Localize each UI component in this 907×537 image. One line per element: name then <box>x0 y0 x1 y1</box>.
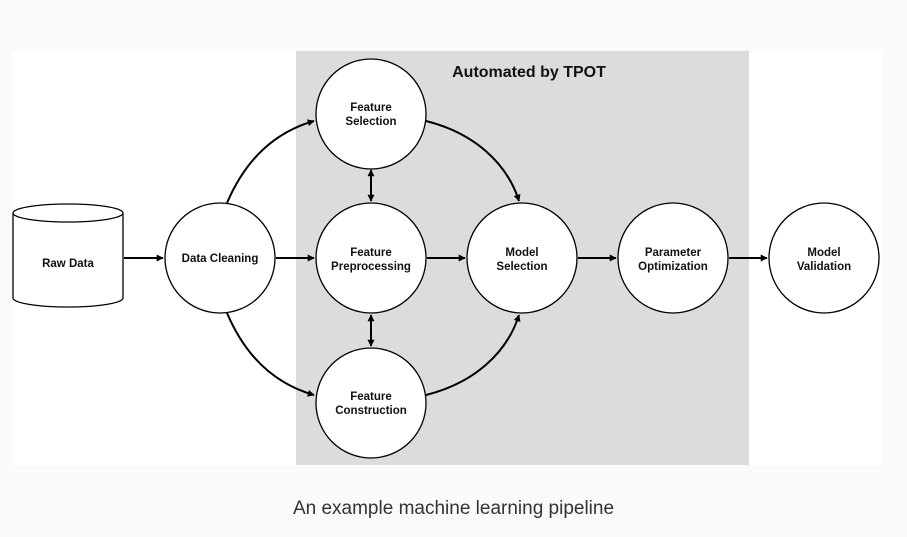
feature-selection-label-line-2: Selection <box>345 116 396 128</box>
figure-caption: An example machine learning pipeline <box>292 498 615 519</box>
raw-data-label: Raw Data <box>42 258 94 270</box>
raw-data-node: Raw Data <box>12 203 124 308</box>
edge-data-cleaning-to-feature-construction <box>226 312 315 397</box>
model-validation-label-line-1: Model <box>807 247 840 259</box>
data-cleaning-circle <box>164 202 276 314</box>
model-validation-circle <box>768 202 880 314</box>
edge-data-cleaning-to-feature-selection <box>226 119 315 204</box>
model-validation-node: Model Validation <box>768 202 880 314</box>
raw-data-cylinder-top <box>12 203 124 223</box>
feature-preprocessing-node: Feature Preprocessing <box>315 202 427 314</box>
feature-construction-node: Feature Construction <box>315 347 427 459</box>
model-selection-circle <box>466 202 578 314</box>
feature-selection-circle <box>315 58 427 170</box>
feature-preprocessing-circle <box>315 202 427 314</box>
feature-selection-node: Feature Selection <box>315 58 427 170</box>
feature-preprocessing-label-line-2: Preprocessing <box>331 261 411 273</box>
feature-construction-label-line-1: Feature <box>350 391 392 403</box>
data-cleaning-node: Data Cleaning <box>164 202 276 314</box>
edge-feature-selection-to-model-selection <box>425 120 521 202</box>
pipeline-diagram-svg: Automated by TPOT Raw Data Data Cleaning… <box>12 51 880 465</box>
parameter-optimization-label-line-1: Parameter <box>645 247 702 259</box>
raw-data-cylinder <box>12 213 124 308</box>
edges-layer <box>124 119 768 397</box>
feature-construction-label-line-2: Construction <box>335 405 407 417</box>
data-cleaning-label: Data Cleaning <box>182 253 259 265</box>
parameter-optimization-node: Parameter Optimization <box>617 202 729 314</box>
feature-preprocessing-label-line-1: Feature <box>350 247 392 259</box>
feature-selection-label-line-1: Feature <box>350 102 392 114</box>
model-selection-label-line-2: Selection <box>496 261 547 273</box>
parameter-optimization-label-line-2: Optimization <box>638 261 708 273</box>
model-selection-label-line-1: Model <box>505 247 538 259</box>
automated-region-label: Automated by TPOT <box>452 64 606 81</box>
model-selection-node: Model Selection <box>466 202 578 314</box>
pipeline-diagram: Automated by TPOT Raw Data Data Cleaning… <box>12 51 882 465</box>
parameter-optimization-circle <box>617 202 729 314</box>
model-validation-label-line-2: Validation <box>797 261 851 273</box>
edge-feature-construction-to-model-selection <box>425 314 521 396</box>
feature-construction-circle <box>315 347 427 459</box>
